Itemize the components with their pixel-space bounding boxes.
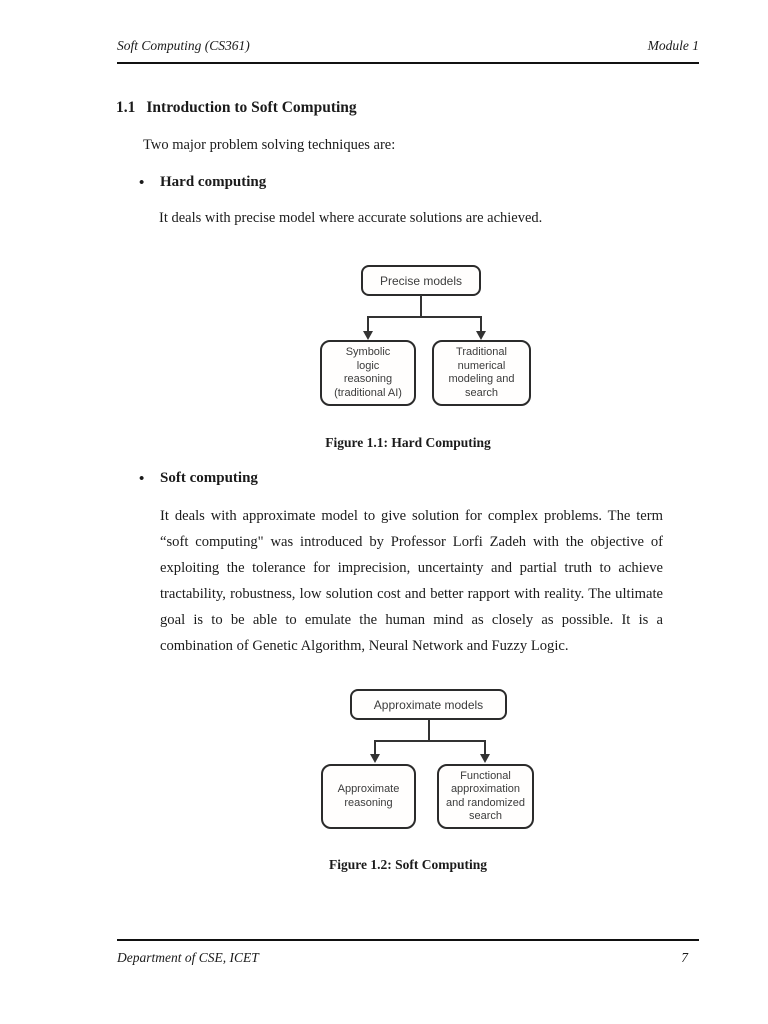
diagram-box-traditional-numerical: Traditional numerical modeling and searc… — [432, 340, 531, 406]
figure-soft-computing-diagram: Approximate models Approximate reasoning… — [300, 687, 562, 830]
bullet-soft-computing: Soft computing — [160, 470, 258, 486]
figure2-caption: Figure 1.2: Soft Computing — [328, 857, 487, 872]
figure1-caption: Figure 1.1: Hard Computing — [325, 435, 491, 450]
diagram-connectors — [363, 295, 486, 340]
header-module: Module 1 — [647, 38, 699, 53]
footer-department: Department of CSE, ICET — [117, 950, 259, 965]
diagram-box-label: Functional approximation and randomized … — [446, 769, 525, 823]
figure-hard-computing-diagram: Precise models Symbolic logic reasoning … — [300, 263, 562, 408]
diagram-box-precise-models: Precise models — [361, 265, 481, 296]
diagram-box-label: Approximate reasoning — [337, 783, 400, 809]
diagram-box-functional-approximation: Functional approximation and randomized … — [437, 764, 534, 829]
section-number: 1.1 — [116, 99, 136, 116]
footer-rule — [117, 939, 699, 941]
diagram-box-label: Symbolic logic reasoning (traditional AI… — [334, 346, 402, 399]
header-rule — [117, 62, 699, 64]
bullet-hard-computing: Hard computing — [160, 174, 267, 190]
bullet-marker: • — [139, 471, 145, 487]
diagram-box-symbolic-logic: Symbolic logic reasoning (traditional AI… — [320, 340, 416, 406]
section-heading: 1.1 Introduction to Soft Computing — [116, 99, 357, 117]
diagram-box-approximate-models: Approximate models — [350, 689, 507, 720]
soft-computing-paragraph: It deals with approximate model to give … — [160, 508, 663, 654]
diagram-connectors — [370, 720, 490, 763]
diagram-box-label: Traditional numerical modeling and searc… — [448, 346, 515, 399]
diagram-box-label: Precise models — [379, 273, 463, 288]
header-doc-title: Soft Computing (CS361) — [117, 38, 250, 53]
bullet-marker: • — [139, 175, 145, 191]
section-title: Introduction to Soft Computing — [146, 99, 357, 116]
footer-page-number: 7 — [681, 950, 688, 965]
intro-text: Two major problem solving techniques are… — [143, 137, 396, 153]
hard-computing-body: It deals with precise model where accura… — [159, 210, 543, 226]
diagram-box-approximate-reasoning: Approximate reasoning — [321, 764, 416, 829]
diagram-box-label: Approximate models — [373, 697, 484, 712]
